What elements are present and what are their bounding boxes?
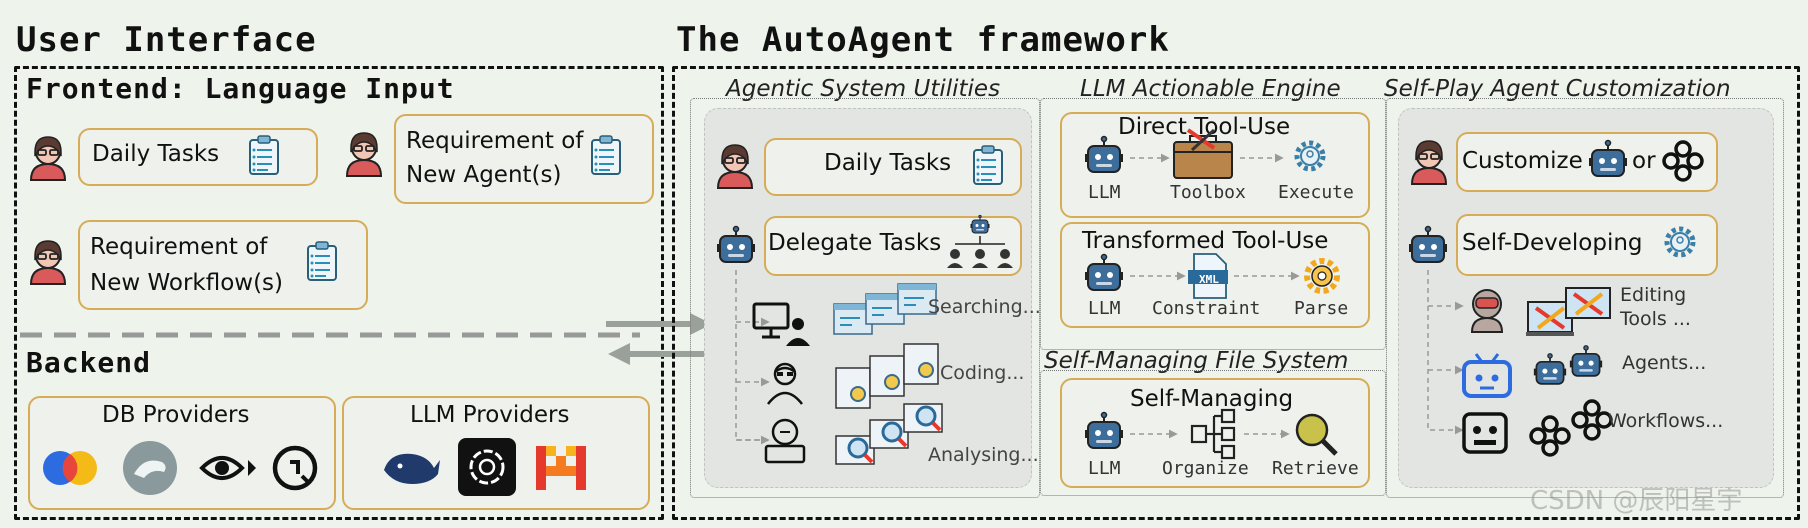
llm-provider-logos bbox=[384, 438, 586, 496]
searching-label: Searching... bbox=[928, 296, 1041, 318]
selfplay-section bbox=[1386, 98, 1784, 498]
agents-label: Agents... bbox=[1622, 352, 1707, 374]
robot-icon bbox=[1084, 135, 1124, 173]
utilities-title: Agentic System Utilities bbox=[726, 76, 1001, 102]
organize-tree-icon bbox=[1190, 408, 1236, 460]
db-logo-overlap-icon bbox=[43, 451, 97, 485]
parse-gear-icon bbox=[1304, 258, 1340, 294]
db-providers-label: DB Providers bbox=[102, 402, 250, 428]
robot-icon bbox=[1084, 411, 1124, 449]
user-icon bbox=[717, 144, 753, 189]
llm-logo-openai-icon bbox=[458, 438, 516, 496]
delegate-tasks-label: Delegate Tasks bbox=[768, 230, 942, 256]
watermark: CSDN @辰阳星宇 bbox=[1530, 486, 1743, 516]
transformed-flow bbox=[1084, 253, 1340, 299]
retrieve-magnifier-icon bbox=[1295, 413, 1338, 456]
xml-file-icon bbox=[1188, 253, 1228, 299]
analysing-icon bbox=[835, 403, 943, 465]
transformed-label-parse: Parse bbox=[1294, 298, 1349, 319]
fs-label-llm: LLM bbox=[1088, 458, 1121, 479]
robot-icon bbox=[1588, 139, 1628, 177]
customize-card bbox=[1456, 132, 1718, 192]
editing-tools-line1: Editing bbox=[1620, 284, 1687, 306]
clipboard-icon bbox=[591, 135, 621, 175]
computer-user-icon bbox=[752, 302, 810, 346]
user-interface-title: User Interface bbox=[16, 20, 317, 60]
db-logo-seal-icon bbox=[123, 441, 177, 495]
daily-tasks-label: Daily Tasks bbox=[92, 141, 220, 167]
coding-files-icon bbox=[835, 343, 939, 409]
req-workflow-line2: New Workflow(s) bbox=[90, 270, 284, 296]
selfplay-title: Self-Play Agent Customization bbox=[1384, 76, 1731, 102]
workflow-icon bbox=[1662, 140, 1704, 182]
agent-person-icon bbox=[767, 362, 803, 405]
engine-section bbox=[1040, 98, 1386, 350]
user-icon bbox=[30, 136, 66, 181]
direct-label-llm: LLM bbox=[1088, 182, 1121, 203]
analysing-label: Analysing... bbox=[928, 444, 1039, 466]
robot-icon bbox=[1408, 225, 1448, 263]
ui-framework-arrows bbox=[606, 313, 712, 365]
fs-label-retrieve: Retrieve bbox=[1272, 458, 1359, 479]
agents-group-icon bbox=[1532, 344, 1604, 385]
delegate-connector bbox=[735, 270, 770, 445]
req-agent-line1: Requirement of bbox=[406, 128, 584, 154]
transformed-tool-use-title: Transformed Tool-Use bbox=[1082, 228, 1329, 254]
analyst-icon bbox=[764, 418, 806, 464]
framework-box bbox=[672, 66, 1800, 520]
llm-providers-label: LLM Providers bbox=[410, 402, 570, 428]
frontend-backend-separator bbox=[20, 332, 640, 338]
db-logo-eye-icon bbox=[199, 456, 256, 480]
frontend-title: Frontend: Language Input bbox=[26, 72, 455, 105]
execute-gear-icon bbox=[1297, 143, 1323, 169]
fs-label-organize: Organize bbox=[1162, 458, 1249, 479]
blue-robot-icon bbox=[1462, 353, 1512, 398]
dark-robot-icon bbox=[1462, 412, 1508, 454]
backend-title: Backend bbox=[26, 346, 152, 379]
astronaut-robot-icon bbox=[1470, 289, 1504, 333]
self-developing-connector bbox=[1427, 270, 1464, 435]
user-icon bbox=[30, 240, 66, 285]
llm-logo-mistral-icon bbox=[536, 446, 586, 490]
clipboard-icon bbox=[973, 145, 1003, 185]
user-icon bbox=[346, 132, 382, 177]
xml-label: XML bbox=[1199, 273, 1219, 286]
clipboard-icon bbox=[249, 135, 279, 175]
filesystem-title: Self-Managing File System bbox=[1044, 348, 1349, 374]
customize-label: Customize bbox=[1462, 148, 1583, 174]
editing-tools-icon bbox=[1526, 287, 1611, 336]
editing-tools-line2: Tools ... bbox=[1620, 308, 1691, 330]
coding-label: Coding... bbox=[940, 362, 1025, 384]
gear-icon bbox=[1660, 222, 1700, 262]
db-provider-logos bbox=[43, 441, 318, 495]
req-workflow-line1: Requirement of bbox=[90, 234, 268, 260]
team-hierarchy-icon bbox=[947, 214, 1013, 268]
req-agent-line2: New Agent(s) bbox=[406, 162, 562, 188]
utilities-daily-tasks-label: Daily Tasks bbox=[824, 150, 952, 176]
workflows-label: Workflows... bbox=[1608, 410, 1724, 432]
filesystem-section bbox=[1040, 370, 1386, 496]
transformed-label-constraint: Constraint bbox=[1152, 298, 1261, 319]
toolbox-icon bbox=[1173, 128, 1233, 179]
direct-label-execute: Execute bbox=[1278, 182, 1354, 203]
direct-label-toolbox: Toolbox bbox=[1170, 182, 1246, 203]
user-interface-box bbox=[14, 66, 664, 520]
db-logo-q-icon bbox=[272, 445, 318, 491]
framework-title: The AutoAgent framework bbox=[676, 20, 1170, 60]
robot-icon bbox=[1084, 253, 1124, 291]
clipboard-icon bbox=[307, 241, 337, 281]
llm-logo-whale-icon bbox=[384, 453, 440, 484]
transformed-label-llm: LLM bbox=[1088, 298, 1121, 319]
user-icon bbox=[1411, 140, 1447, 185]
self-managing-title: Self-Managing bbox=[1130, 386, 1294, 412]
robot-icon bbox=[716, 225, 756, 263]
direct-flow bbox=[1084, 128, 1364, 179]
or-label: or bbox=[1632, 148, 1656, 174]
self-managing-flow bbox=[1084, 408, 1338, 460]
utilities-section bbox=[690, 98, 1040, 498]
engine-title: LLM Actionable Engine bbox=[1080, 76, 1341, 102]
self-developing-label: Self-Developing bbox=[1462, 230, 1643, 256]
